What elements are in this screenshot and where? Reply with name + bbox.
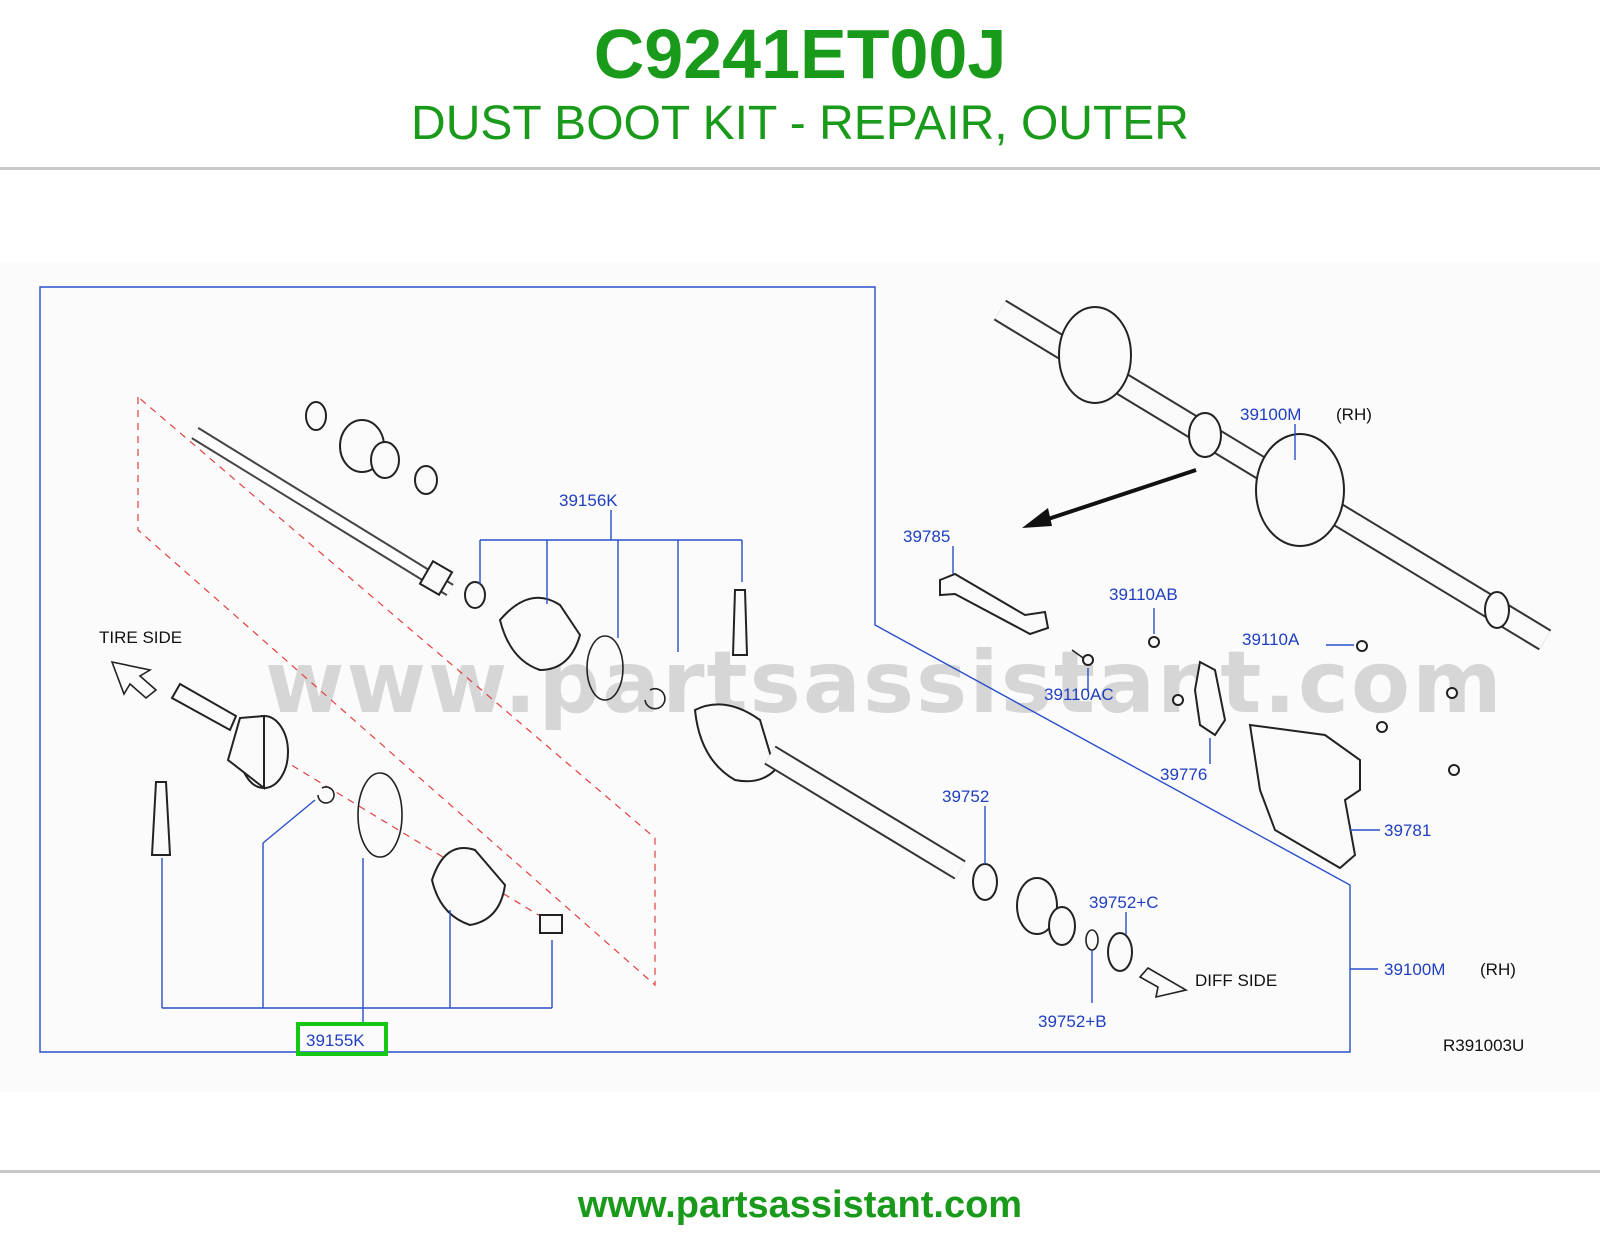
tire-side-arrow-icon [110, 660, 158, 700]
callout-39156K: 39156K [559, 491, 618, 510]
kit-boundary-box [39, 286, 1351, 1053]
inner-joint-shaft-part [693, 703, 1133, 972]
diff-side-arrow-icon [1138, 966, 1189, 999]
driveshaft-assembly-part [993, 299, 1552, 651]
footer-divider [0, 1170, 1600, 1173]
callout-lines-39156K [479, 510, 743, 652]
damper-part [305, 401, 438, 495]
axis-dash-line [269, 751, 551, 923]
callout-39781: 39781 [1384, 821, 1431, 840]
bracket-39785-part [939, 572, 1050, 636]
callout-lines-39155K [161, 799, 553, 1025]
callout-39100M-top: 39100M [1240, 405, 1301, 424]
highlight-box-39155K[interactable] [296, 1022, 388, 1056]
callout-39752B: 39752+B [1038, 1012, 1107, 1031]
part-number-title: C9241ET00J [593, 15, 1007, 93]
direction-arrow-icon [1022, 508, 1052, 528]
inner-boot-kit-parts [464, 581, 749, 710]
diagram-background [0, 262, 1600, 1092]
callout-39752C: 39752+C [1089, 893, 1158, 912]
callout-39785: 39785 [903, 527, 950, 546]
bracket-39781-part [1248, 723, 1361, 870]
header-divider [0, 167, 1600, 170]
callout-39110AB: 39110AB [1109, 585, 1178, 604]
callout-39100M-top-suffix: (RH) [1336, 405, 1372, 424]
callout-39100M-bottom: 39100M [1384, 960, 1445, 979]
direction-arrow-line [1029, 468, 1197, 527]
footer-site-link[interactable]: www.partsassistant.com [577, 1184, 1023, 1226]
callout-39752: 39752 [942, 787, 989, 806]
bolts-parts [1071, 636, 1460, 776]
bracket-39776-part [1193, 660, 1227, 737]
header: C9241ET00J DUST BOOT KIT - REPAIR, OUTER [0, 0, 1600, 168]
tire-side-label: TIRE SIDE [99, 628, 182, 647]
exploded-envelope [137, 395, 656, 987]
diagram-code: R391003U [1443, 1036, 1524, 1055]
callout-39110AC: 39110AC [1044, 685, 1114, 704]
part-description: DUST BOOT KIT - REPAIR, OUTER [411, 97, 1189, 150]
diff-side-label: DIFF SIDE [1195, 971, 1277, 990]
callout-39155K[interactable]: 39155K [306, 1031, 365, 1050]
outer-joint-parts [150, 682, 563, 934]
callout-39776: 39776 [1160, 765, 1207, 784]
callout-39100M-bottom-suffix: (RH) [1480, 960, 1516, 979]
callout-39110A: 39110A [1242, 630, 1300, 649]
watermark-text: www.partsassistant.com [265, 633, 1504, 733]
inner-shaft-part [191, 427, 454, 597]
